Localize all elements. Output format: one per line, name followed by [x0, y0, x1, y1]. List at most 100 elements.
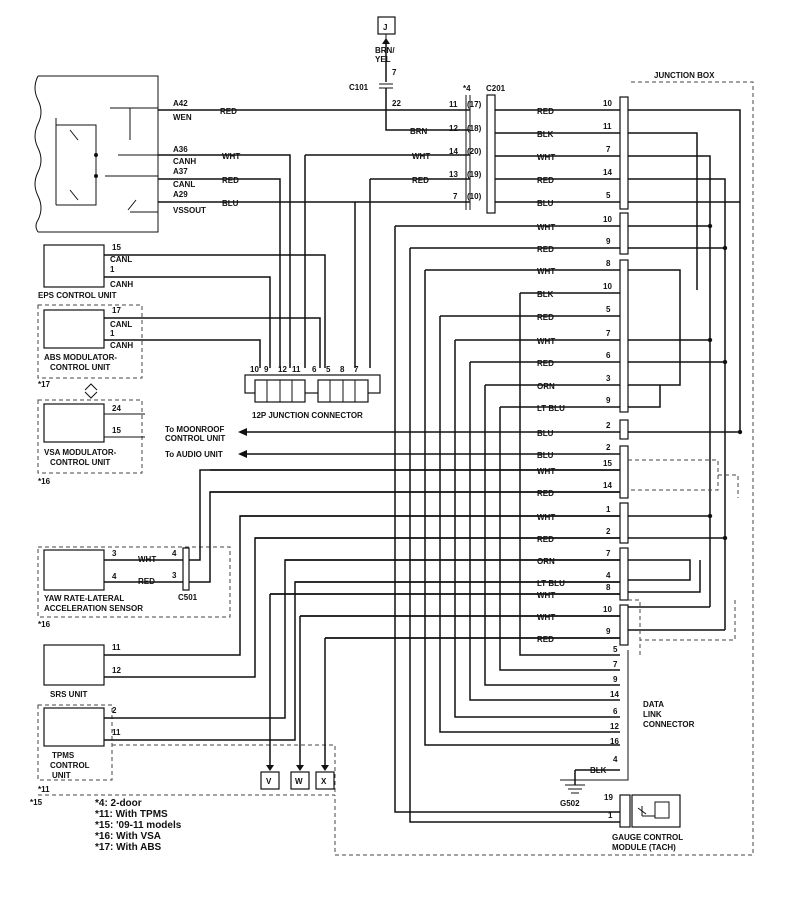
jb-connector-2	[619, 212, 629, 255]
gauge-control-module	[631, 794, 681, 828]
wire-color-brn: BRN/	[375, 46, 395, 55]
srs-unit	[43, 644, 105, 686]
pcm-pin-a29: A29	[173, 190, 188, 199]
dlc-pin-6-4: 6	[613, 707, 618, 716]
c101-connector	[379, 83, 393, 89]
ground-wire-blk: BLK	[590, 766, 607, 775]
gauge-label-2: MODULE (TACH)	[612, 843, 676, 852]
yaw-label-2: ACCELERATION SENSOR	[44, 604, 143, 613]
c201-pin-12: 12	[449, 124, 458, 133]
c201-alt-20: (20)	[467, 147, 482, 156]
notes-legend: *4: 2-door*11: With TPMS*15: '09-11 mode…	[95, 798, 182, 853]
pcm-wen: WEN	[173, 113, 192, 122]
jb-row-pin-17: 8	[606, 583, 611, 592]
c201-alt-17: (17)	[467, 100, 482, 109]
wire-blu-a29: BLU	[222, 199, 239, 208]
yaw-rate-sensor	[43, 549, 105, 591]
c201-pin-14: 14	[449, 147, 458, 156]
yaw-pin-4: 4	[112, 572, 117, 581]
pcm-pin-a37: A37	[173, 167, 188, 176]
c101-label: C101	[349, 83, 369, 92]
yaw-pin-3: 3	[112, 549, 117, 558]
wire-wht-c201: WHT	[412, 152, 430, 161]
note-line-2: *15: '09-11 models	[95, 820, 182, 831]
c201-alt-19: (19)	[467, 170, 482, 179]
jc12-pin-9: 9	[264, 365, 269, 374]
c201-pin-13: 13	[449, 170, 458, 179]
jc12-pin-6: 6	[312, 365, 317, 374]
jb-connector-7	[619, 547, 629, 601]
pcm-canh: CANH	[173, 157, 196, 166]
jb-row-color-11: WHT	[537, 467, 555, 476]
jb-connector-5	[619, 445, 629, 499]
wire-color-yel: YEL	[375, 55, 391, 64]
tpms-pin-11: 11	[112, 728, 121, 737]
jc12-label: 12P JUNCTION CONNECTOR	[252, 411, 363, 420]
jc12-pin-10: 10	[250, 365, 259, 374]
jc12-pin-12: 12	[278, 365, 287, 374]
jb-wire-red-10: RED	[537, 107, 554, 116]
jb-connector-1	[619, 96, 629, 210]
eps-label: EPS CONTROL UNIT	[38, 291, 117, 300]
pcm-vssout: VSSOUT	[173, 206, 206, 215]
abs-canl: CANL	[110, 320, 132, 329]
terminal-x-label: X	[321, 777, 327, 786]
gauge-pin-1: 1	[608, 811, 613, 820]
wire-red-a37: RED	[222, 176, 239, 185]
jb-row-color-5: WHT	[537, 337, 555, 346]
wire-brn-c201: BRN	[410, 127, 428, 136]
note-line-3: *16: With VSA	[95, 831, 161, 842]
jb-pin-2-audio: 2	[606, 443, 611, 452]
jb-row-pin-8: 9	[606, 396, 611, 405]
tpms-label-3: UNIT	[52, 771, 71, 780]
gauge-label-1: GAUGE CONTROL	[612, 833, 683, 842]
abs-note: *17	[38, 380, 51, 389]
jb-row-color-17: WHT	[537, 591, 555, 600]
tpms-control-unit	[43, 707, 105, 747]
ground-symbol	[565, 784, 585, 794]
jb-row-color-2: WHT	[537, 267, 555, 276]
jb-pin-2-moonroof: 2	[606, 421, 611, 430]
yaw-c501-pin-3: 3	[172, 571, 177, 580]
junction-box-label: JUNCTION BOX	[654, 71, 715, 80]
jb-row-color-1: RED	[537, 245, 554, 254]
vsa-control-unit	[43, 403, 105, 443]
note-line-1: *11: With TPMS	[95, 809, 168, 820]
jb-row-color-0: WHT	[537, 223, 555, 232]
yaw-label-1: YAW RATE-LATERAL	[44, 594, 124, 603]
terminal-x	[315, 771, 335, 790]
jb-pin-5: 5	[606, 191, 611, 200]
srs-pin-12: 12	[112, 666, 121, 675]
jb-row-color-6: RED	[537, 359, 554, 368]
wire-wht-a36: WHT	[222, 152, 240, 161]
jc12-pin-7: 7	[354, 365, 359, 374]
c201-alt-10: (10)	[467, 192, 482, 201]
dlc-outline	[560, 650, 629, 781]
vsa-note: *16	[38, 477, 51, 486]
terminal-w	[290, 771, 310, 790]
jb-row-color-16: LT BLU	[537, 579, 565, 588]
c201-label: C201	[486, 84, 506, 93]
jb-row-color-3: BLK	[537, 290, 554, 299]
yaw-note: *16	[38, 620, 51, 629]
eps-canh: CANH	[110, 280, 133, 289]
pcm-pin-a42: A42	[173, 99, 188, 108]
terminal-j-label: J	[383, 23, 387, 32]
jb-row-color-19: RED	[537, 635, 554, 644]
note-line-0: *4: 2-door	[95, 798, 142, 809]
jb-row-pin-5: 7	[606, 329, 611, 338]
jb-wire-red-14: RED	[537, 176, 554, 185]
jb-row-pin-1: 9	[606, 237, 611, 246]
abs-canh: CANH	[110, 341, 133, 350]
srs-pin-11: 11	[112, 643, 121, 652]
abs-label-2: CONTROL UNIT	[50, 363, 110, 372]
c201-alt-18: (18)	[467, 124, 482, 133]
eps-pin-15: 15	[112, 243, 121, 252]
jb-row-pin-13: 1	[606, 505, 611, 514]
c101-pin-7: 7	[392, 68, 397, 77]
dlc-label-1: DATA	[643, 700, 664, 709]
vsa-label-2: CONTROL UNIT	[50, 458, 110, 467]
tpms-label-1: TPMS	[52, 751, 75, 760]
dlc-label-3: CONNECTOR	[643, 720, 695, 729]
